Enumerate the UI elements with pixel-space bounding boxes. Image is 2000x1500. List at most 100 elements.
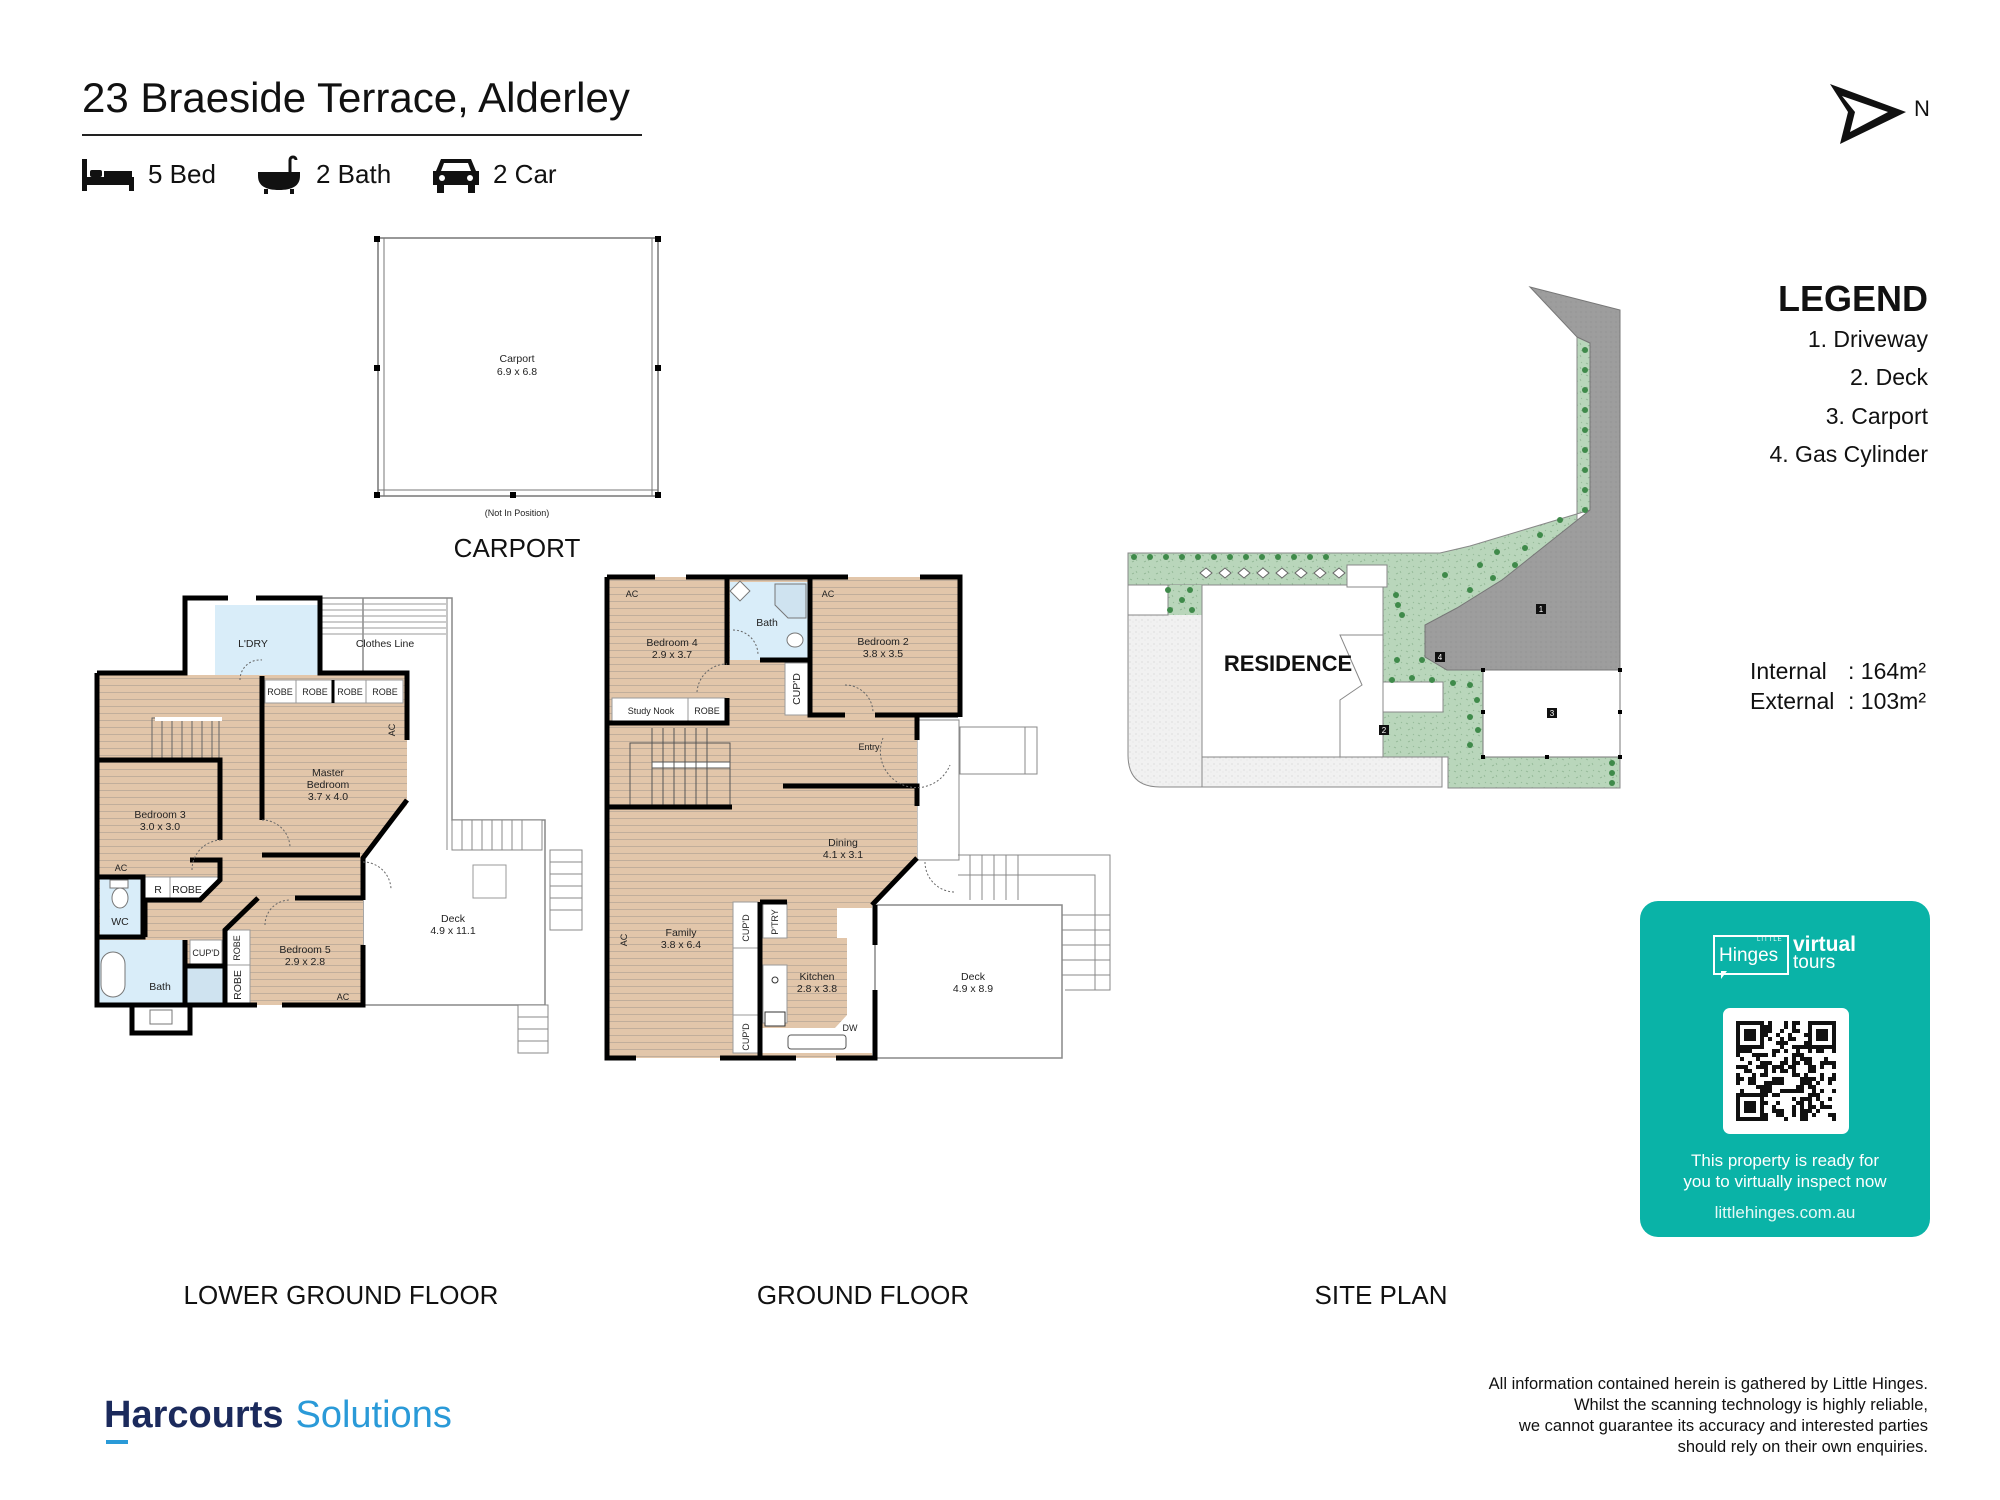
qr-module (1772, 1081, 1776, 1085)
qr-module (1792, 1057, 1796, 1061)
garden-shrubs (1131, 347, 1615, 786)
qr-module (1784, 1069, 1788, 1073)
ac-label: AC (115, 863, 128, 873)
qr-module (1832, 1061, 1836, 1065)
qr-module (1808, 1041, 1812, 1045)
qr-module (1760, 1101, 1764, 1105)
little-hinges-link[interactable]: littlehinges.com.au (1714, 1203, 1856, 1222)
qr-module (1776, 1065, 1780, 1069)
qr-code[interactable] (1723, 1008, 1849, 1134)
entry-label: Entry (858, 742, 880, 752)
qr-module (1792, 1113, 1796, 1117)
qr-module (1808, 1105, 1812, 1109)
qr-module (1760, 1117, 1764, 1121)
qr-module (1736, 1113, 1740, 1117)
dining-dims: 4.1 x 3.1 (823, 849, 863, 861)
qr-module (1748, 1033, 1752, 1037)
qr-module (1796, 1053, 1800, 1057)
qr-module (1752, 1073, 1756, 1077)
ac-label: AC (337, 992, 350, 1002)
qr-module (1820, 1105, 1824, 1109)
qr-module (1772, 1053, 1776, 1057)
qr-module (1736, 1097, 1740, 1101)
qr-module (1752, 1045, 1756, 1049)
qr-module (1804, 1077, 1808, 1081)
qr-module (1768, 1085, 1772, 1089)
qr-module (1808, 1037, 1812, 1041)
car-count: 2 Car (433, 154, 557, 194)
qr-module (1744, 1069, 1748, 1073)
family-label: Family (666, 927, 698, 939)
marker-gas-cylinder: 4 (1438, 653, 1443, 662)
qr-module (1752, 1037, 1756, 1041)
qr-module (1760, 1041, 1764, 1045)
qr-module (1752, 1077, 1756, 1081)
qr-module (1752, 1081, 1756, 1085)
qr-module (1756, 1117, 1760, 1121)
qr-module (1804, 1081, 1808, 1085)
car-count-label: 2 Car (493, 158, 557, 189)
robe-label: ROBE (232, 970, 244, 1000)
qr-module (1812, 1065, 1816, 1069)
qr-module (1804, 1061, 1808, 1065)
disclaimer: All information contained herein is gath… (1489, 1374, 1928, 1458)
qr-module (1748, 1045, 1752, 1049)
qr-module (1796, 1101, 1800, 1105)
qr-module (1756, 1057, 1760, 1061)
lower-ground-floor-plan: L'DRY Clothes Line ROBE ROBE ROBE ROBE M… (94, 595, 583, 1054)
qr-module (1756, 1021, 1760, 1025)
qr-module (1816, 1045, 1820, 1049)
qr-module (1788, 1037, 1792, 1041)
qr-module (1764, 1113, 1768, 1117)
qr-module (1744, 1101, 1748, 1105)
ac-label: AC (387, 723, 397, 736)
qr-module (1792, 1105, 1796, 1109)
qr-module (1760, 1073, 1764, 1077)
internal-area-value: : 164m² (1848, 658, 1926, 684)
qr-module (1832, 1089, 1836, 1093)
qr-module (1744, 1093, 1748, 1097)
qr-module (1780, 1081, 1784, 1085)
qr-module (1736, 1065, 1740, 1069)
bath-label: Bath (756, 617, 778, 629)
qr-module (1792, 1073, 1796, 1077)
qr-module (1764, 1073, 1768, 1077)
bed-icon (82, 159, 134, 191)
qr-module (1740, 1077, 1744, 1081)
qr-module (1800, 1109, 1804, 1113)
deck-label: Deck (441, 913, 466, 925)
qr-module (1804, 1045, 1808, 1049)
qr-module (1776, 1033, 1780, 1037)
master-bedroom-dims: 3.7 x 4.0 (308, 791, 348, 803)
qr-module (1808, 1085, 1812, 1089)
marker-deck: 2 (1382, 726, 1387, 735)
qr-module (1800, 1101, 1804, 1105)
qr-module (1800, 1097, 1804, 1101)
internal-area: Internal: 164m² (1750, 658, 1926, 685)
qr-module (1828, 1061, 1832, 1065)
qr-module (1744, 1065, 1748, 1069)
qr-module (1736, 1109, 1740, 1113)
qr-module (1744, 1021, 1748, 1025)
qr-module (1760, 1065, 1764, 1069)
qr-module (1744, 1049, 1748, 1053)
qr-module (1760, 1033, 1764, 1037)
qr-module (1824, 1061, 1828, 1065)
disclaimer-line: we cannot guarantee its accuracy and int… (1518, 1417, 1928, 1435)
robe-label: ROBE (337, 687, 363, 697)
qr-module (1752, 1101, 1756, 1105)
laundry-label: L'DRY (238, 638, 268, 650)
qr-module (1816, 1049, 1820, 1053)
disclaimer-line: Whilst the scanning technology is highly… (1573, 1396, 1928, 1414)
r-label: R (154, 884, 162, 896)
qr-module (1808, 1061, 1812, 1065)
qr-module (1800, 1113, 1804, 1117)
dining-label: Dining (828, 837, 858, 849)
qr-module (1832, 1117, 1836, 1121)
qr-module (1768, 1089, 1772, 1093)
qr-module (1808, 1077, 1812, 1081)
qr-module (1744, 1105, 1748, 1109)
qr-module (1780, 1045, 1784, 1049)
virtual-tour-card[interactable]: LITTLE Hinges virtual tours This propert… (1640, 901, 1930, 1237)
qr-module (1812, 1077, 1816, 1081)
